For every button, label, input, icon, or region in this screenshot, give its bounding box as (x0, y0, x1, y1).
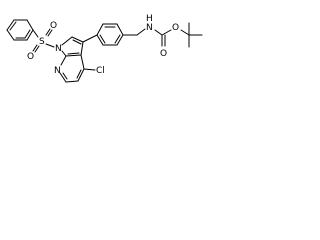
phenyl-ring (6, 19, 34, 41)
boc-carbamate (122, 22, 203, 48)
sulfonyl-oxygen-bottom-label: O (27, 52, 34, 62)
bond (116, 34, 124, 46)
bond (9, 21, 17, 31)
bond (32, 44, 38, 52)
carbonyl-oxygen-label: O (160, 49, 167, 59)
pyrrole-nitrogen-label: N (55, 44, 62, 54)
bond (45, 28, 51, 36)
bond (32, 29, 39, 38)
bond (59, 72, 67, 83)
bond (60, 55, 67, 66)
bond (154, 29, 163, 36)
bond (26, 29, 34, 41)
bond (62, 72, 68, 80)
bond (65, 54, 82, 57)
structure-diagram: S O O N N Cl N H O O (0, 0, 252, 96)
sulfonyl-oxygen-top-label: O (50, 21, 57, 31)
bond (45, 43, 55, 48)
carbamate-nitrogen-h-label: H (146, 14, 153, 24)
bond (80, 41, 84, 56)
bond (6, 29, 15, 41)
chlorine-label: Cl (96, 66, 105, 76)
carbamate-nitrogen-label: N (146, 23, 153, 33)
bond (65, 80, 79, 83)
bond (114, 34, 121, 44)
bond (76, 69, 82, 79)
bond (136, 28, 146, 36)
benzyl-ring (96, 23, 124, 46)
bond (61, 36, 73, 46)
molecule-svg: S O O N N Cl N H O O (6, 14, 203, 83)
sulfur-label: S (39, 37, 45, 47)
sulfonyl-group (32, 28, 55, 53)
bond (72, 39, 82, 45)
bond (6, 19, 15, 31)
bond (47, 29, 53, 37)
bond (83, 68, 96, 71)
bond (77, 68, 85, 82)
bond (80, 54, 85, 70)
bond (82, 34, 98, 43)
bond (96, 23, 104, 36)
azaindole-core (59, 36, 96, 83)
bond (26, 19, 34, 31)
bond (116, 23, 124, 36)
bond (24, 29, 31, 39)
bond (34, 45, 40, 53)
bond (67, 52, 80, 55)
ester-oxygen-label: O (172, 23, 179, 33)
bond (96, 34, 104, 46)
bond (161, 29, 172, 36)
bond (71, 36, 84, 43)
pyridine-nitrogen-label: N (54, 66, 61, 76)
bond (99, 34, 106, 44)
bond (180, 29, 190, 36)
bond (61, 50, 67, 57)
